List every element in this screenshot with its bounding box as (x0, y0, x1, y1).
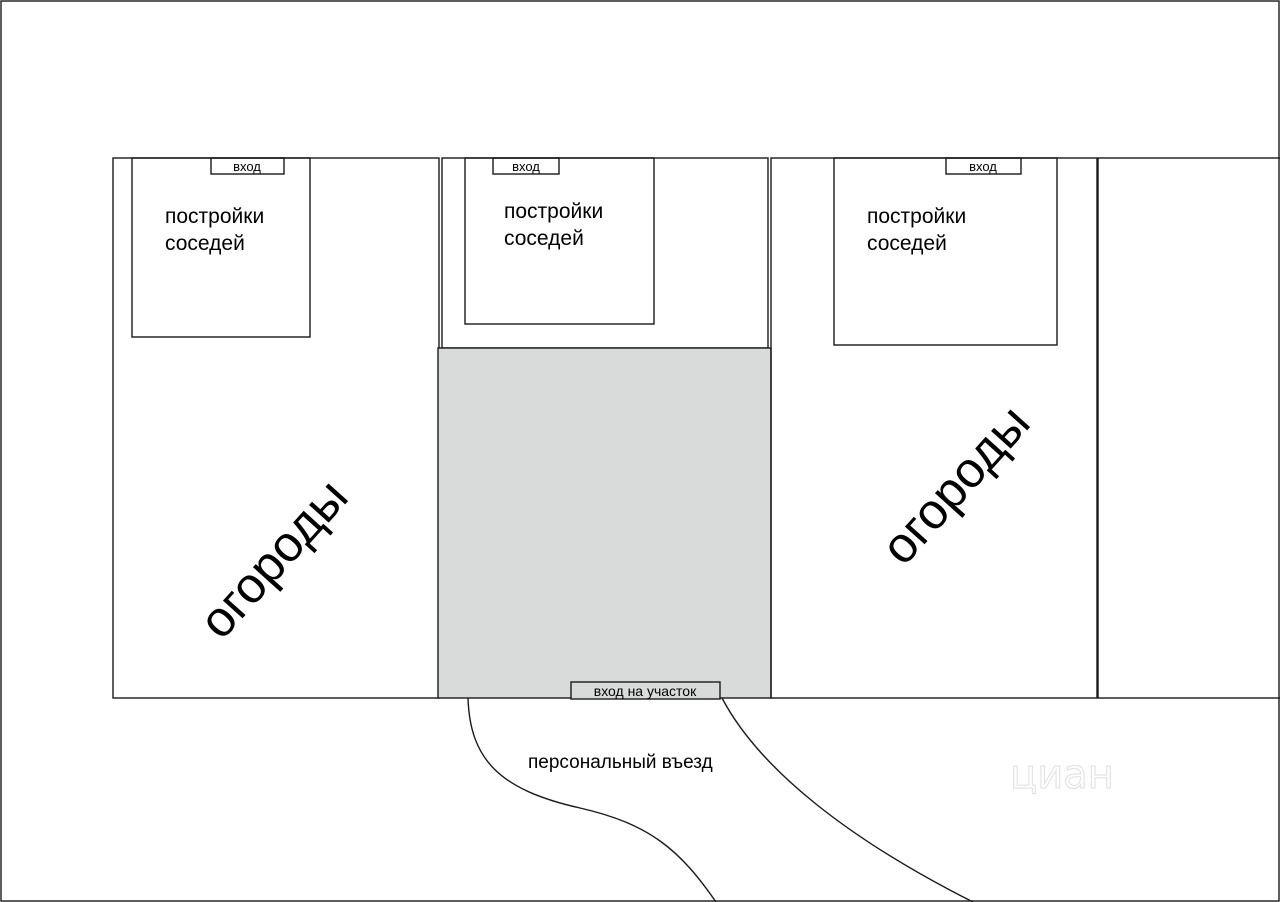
right-building-label-line1: постройки (867, 205, 966, 228)
plot-entrance-box (570, 681, 721, 700)
left-building-label-line1: постройки (165, 205, 264, 228)
far-right-lot (1097, 157, 1280, 699)
target-plot (437, 347, 772, 699)
driveway-left-edge (467, 697, 717, 902)
middle-building-label-line2: соседей (504, 227, 584, 250)
middle-neighbor-lot (441, 157, 769, 349)
left-neighbor-lot (112, 157, 440, 699)
middle-entrance-label: вход (512, 159, 540, 174)
driveway-right-edge (721, 697, 974, 902)
left-entrance-label: вход (233, 159, 261, 174)
middle-building-label-line1: постройки (504, 200, 603, 223)
watermark: циан (1010, 752, 1114, 798)
left-gardens-label: огороды (188, 468, 358, 648)
right-gardens-label: огороды (870, 394, 1040, 574)
middle-entrance-box (492, 157, 560, 175)
plot-entrance-label: вход на участок (594, 683, 697, 699)
left-building-label-line2: соседей (165, 232, 245, 255)
right-building-label-line2: соседей (867, 232, 947, 255)
right-entrance-label: вход (969, 159, 997, 174)
left-entrance-box (210, 157, 285, 175)
driveway-label: персональный въезд (528, 752, 713, 773)
right-entrance-box (945, 157, 1022, 175)
